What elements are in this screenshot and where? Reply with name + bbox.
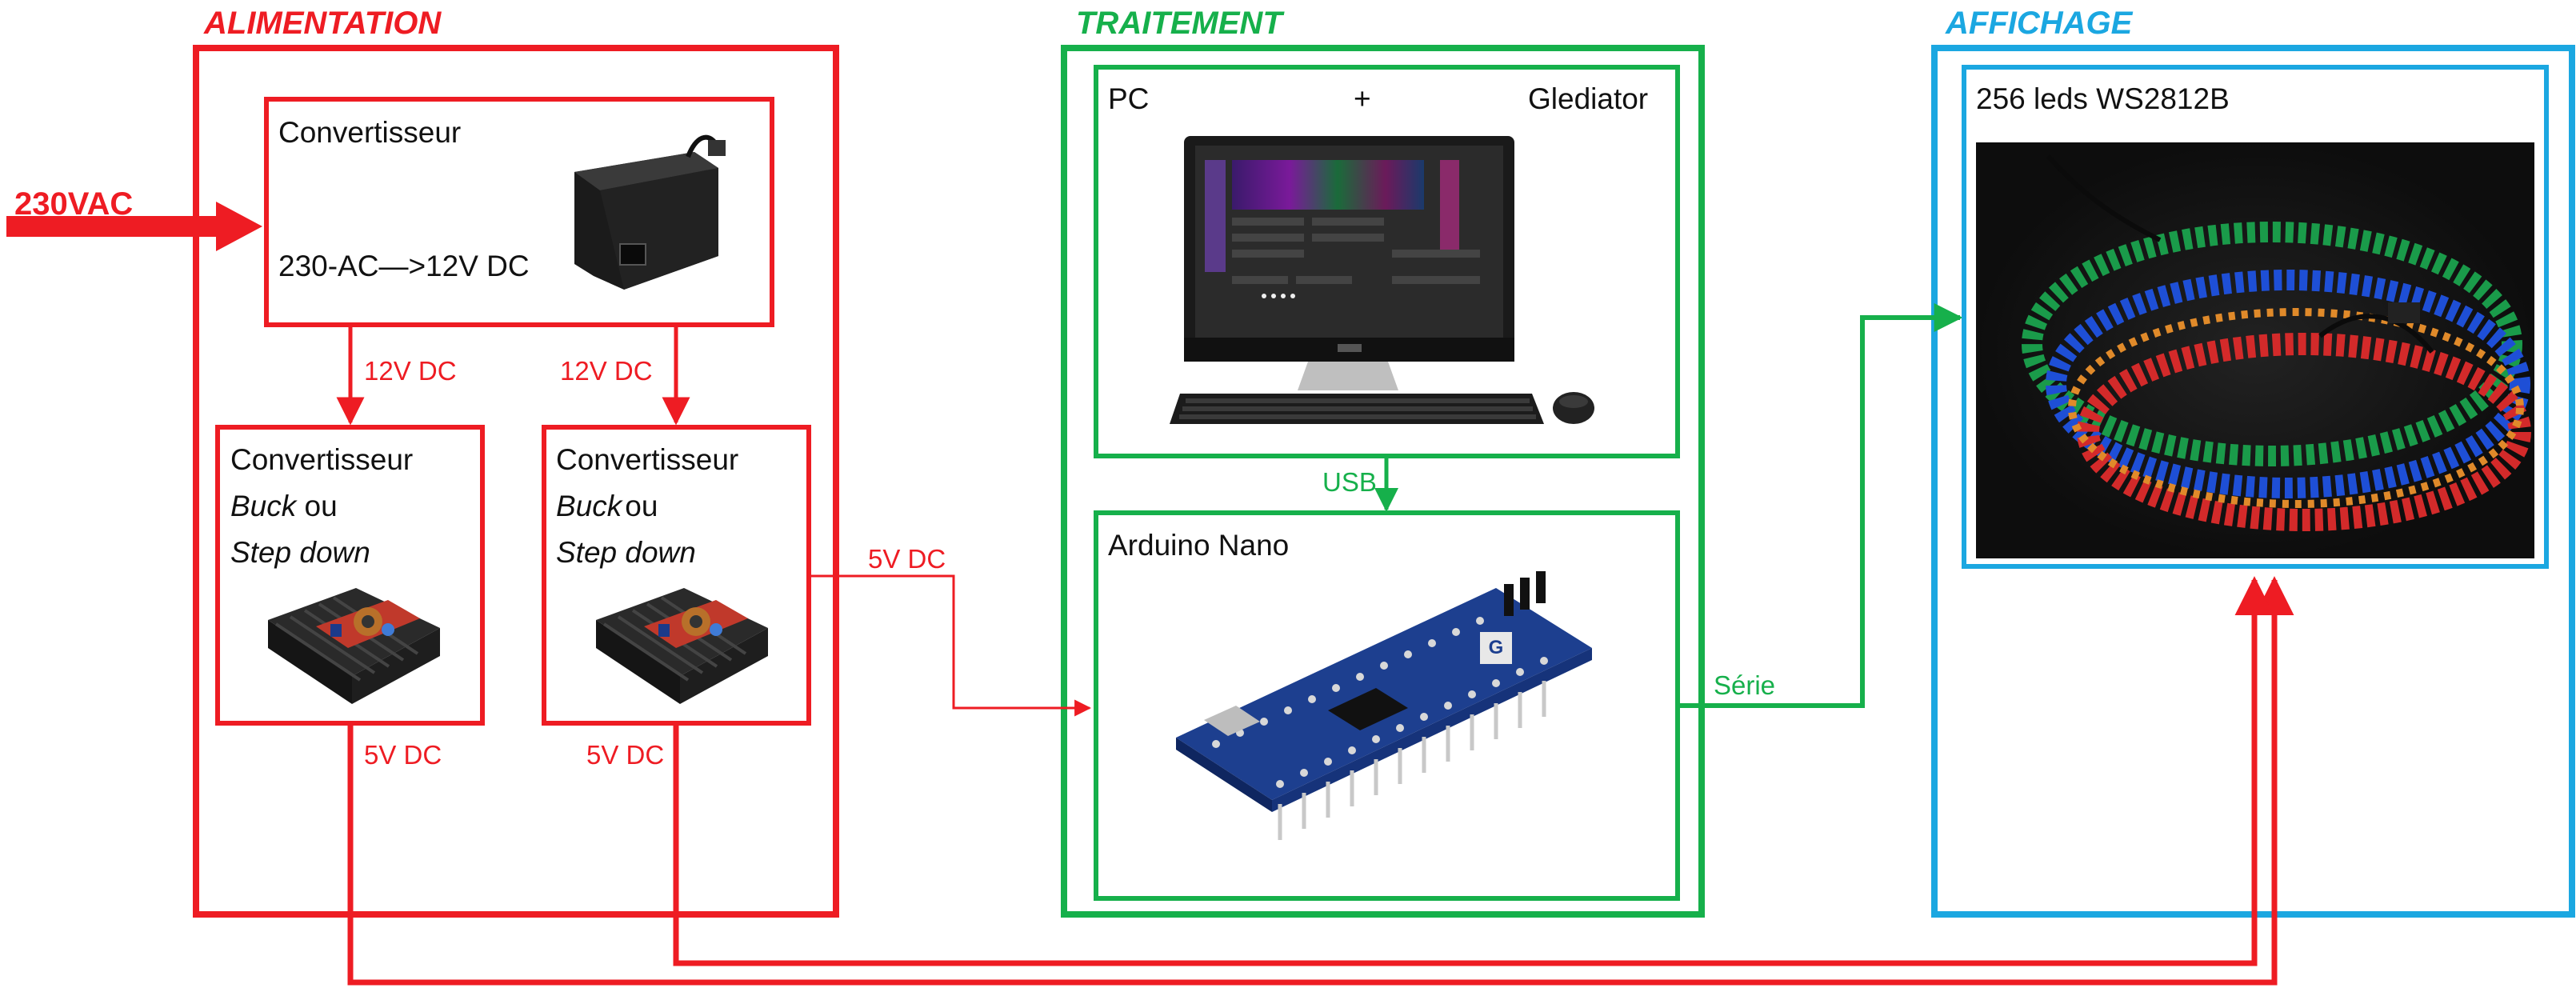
section-title-power: ALIMENTATION <box>203 6 442 41</box>
wire-5v-right-to-leds <box>673 576 2274 966</box>
wire-serial-label: Série <box>1714 670 1775 700</box>
buck-right-line2-rest: ou <box>625 490 658 522</box>
buck-module-right-icon <box>596 588 768 704</box>
wire-serial <box>1679 303 1963 708</box>
wire-5v-left-label: 5V DC <box>364 740 442 770</box>
arduino-nano-icon: G <box>1176 571 1592 840</box>
power-section-frame <box>193 45 839 918</box>
wire-5v-left-to-leds <box>347 576 2294 986</box>
buck-right-line3: Step down <box>556 536 696 569</box>
pc-label: PC <box>1108 82 1149 115</box>
input-arrow <box>6 202 262 251</box>
power-brick-icon <box>574 134 726 290</box>
wire-5v-right-label: 5V DC <box>586 740 664 770</box>
led-strip-title: 256 leds WS2812B <box>1976 82 2230 115</box>
wire-usb-label: USB <box>1322 467 1377 497</box>
processing-section-frame <box>1061 45 1705 918</box>
wire-5v-arduino-label: 5V DC <box>868 544 946 574</box>
arduino-title: Arduino Nano <box>1108 529 1289 562</box>
buck-left-line1: Convertisseur <box>230 443 413 476</box>
section-title-processing: TRAITEMENT <box>1076 6 1285 41</box>
glediator-label: Glediator <box>1528 82 1648 115</box>
pc-plus-label: + <box>1354 82 1371 115</box>
section-title-display: AFFICHAGE <box>1945 6 2134 41</box>
wire-5v-to-arduino <box>811 574 1092 717</box>
wire-12v-right-label: 12V DC <box>560 356 653 386</box>
converter-main-subtitle: 230-AC—>12V DC <box>278 250 530 282</box>
buck-right-line1: Convertisseur <box>556 443 738 476</box>
buck-left-line2-rest: ou <box>296 490 337 522</box>
buck-left-line3: Step down <box>230 536 370 569</box>
desktop-computer-icon <box>1170 136 1594 424</box>
led-strip-photo-icon <box>1976 142 2534 558</box>
buck-module-left-icon <box>268 588 440 704</box>
wire-12v-left-label: 12V DC <box>364 356 457 386</box>
input-voltage-label: 230VAC <box>14 186 133 222</box>
buck-left-line2: Buck ou <box>230 490 338 522</box>
converter-main-title: Convertisseur <box>278 116 461 149</box>
buck-left-line2-italic: Buck <box>230 490 298 522</box>
svg-text:G: G <box>1489 637 1504 658</box>
buck-right-line2-italic: Buck <box>556 490 624 522</box>
